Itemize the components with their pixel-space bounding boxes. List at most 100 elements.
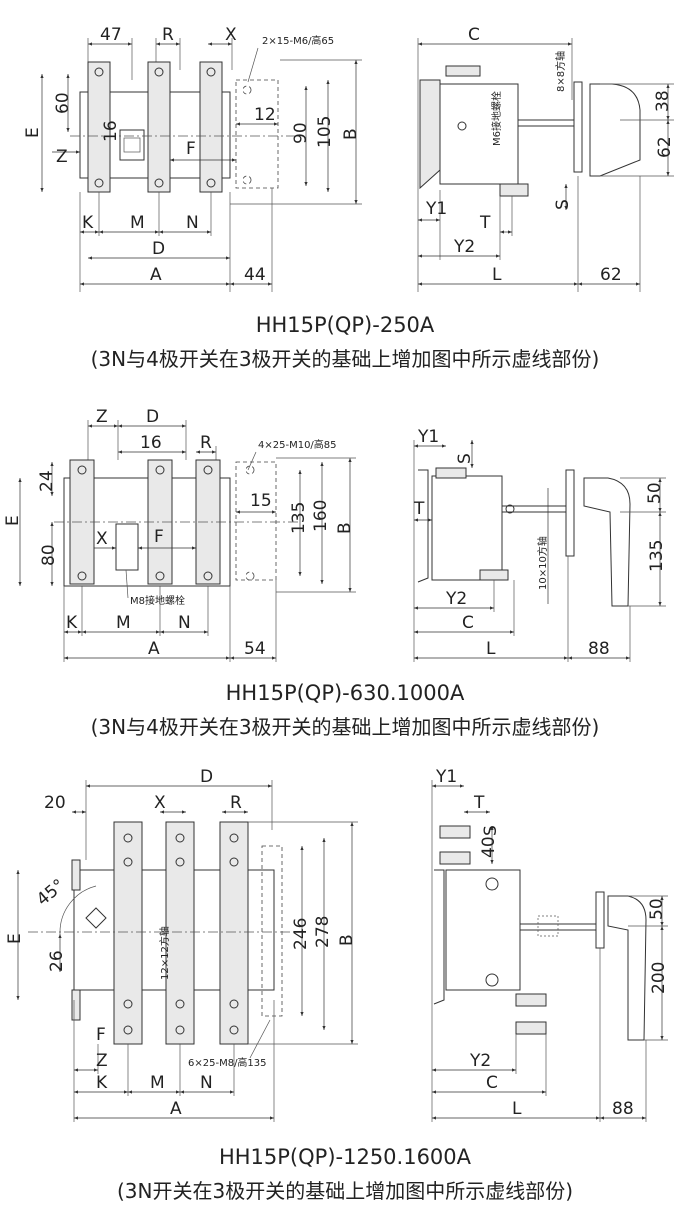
figure-1250-1600a: D 20 X R 12×12方轴 (5, 767, 669, 1203)
dim-T: T (413, 499, 425, 519)
dim-50: 50 (645, 482, 665, 504)
dim-Z: Z (96, 1051, 108, 1071)
dim-E: E (5, 933, 25, 944)
dim-47: 47 (100, 25, 122, 45)
dim-M: M (150, 1073, 165, 1093)
dim-M: M (130, 213, 145, 233)
dim-F: F (186, 139, 196, 159)
dim-R: R (230, 793, 242, 813)
ground-bolt-label: M6接地螺栓 (490, 91, 503, 146)
dim-X: X (96, 529, 108, 549)
dim-A: A (148, 639, 160, 659)
dim-S: S (553, 199, 573, 210)
dim-50: 50 (647, 898, 667, 920)
dim-62: 62 (655, 136, 675, 158)
dim-Z: Z (56, 147, 68, 167)
dim-B: B (335, 522, 355, 534)
dim-20: 20 (44, 793, 66, 813)
shaft-label: 12×12方轴 (158, 926, 171, 980)
dim-K: K (66, 613, 78, 633)
side-view-630a: Y1 S T 10×10方轴 50 135 (413, 427, 667, 662)
dim-160: 160 (311, 500, 331, 532)
dim-D: D (146, 407, 159, 427)
dim-40: 40 (479, 836, 499, 858)
dim-Y2: Y2 (453, 237, 475, 257)
dim-N: N (186, 213, 199, 233)
dim-T: T (479, 213, 491, 233)
dim-B: B (341, 128, 361, 140)
dim-88: 88 (588, 639, 610, 659)
dim-26: 26 (47, 950, 67, 972)
caption-note-1250a: (3N开关在3极开关的基础上增加图中所示虚线部份) (117, 1179, 573, 1203)
dim-C: C (462, 613, 474, 633)
dim-24: 24 (37, 470, 57, 492)
dim-X: X (154, 793, 166, 813)
dim-90: 90 (291, 122, 311, 144)
caption-title-250a: HH15P(QP)-250A (256, 313, 435, 337)
dim-S: S (455, 453, 475, 464)
dim-D: D (200, 767, 213, 787)
dim-44: 44 (244, 265, 266, 285)
dim-K: K (82, 213, 94, 233)
dim-246: 246 (291, 918, 311, 950)
dim-A: A (170, 1099, 182, 1119)
caption-note-630a: (3N与4极开关在3极开关的基础上增加图中所示虚线部份) (91, 715, 600, 739)
dim-M: M (116, 613, 131, 633)
figure-250a: 47 R X 2×15-M6/高65 (23, 25, 675, 371)
bolt-note: 4×25-M10/高85 (258, 438, 337, 451)
dim-Y2: Y2 (445, 589, 467, 609)
dim-N: N (178, 613, 191, 633)
dim-R: R (162, 25, 174, 45)
dim-60: 60 (53, 92, 73, 114)
dim-F: F (154, 527, 164, 547)
dim-N: N (200, 1073, 213, 1093)
dim-A: A (150, 265, 162, 285)
dim-Z: Z (96, 407, 108, 427)
dim-200: 200 (649, 962, 669, 994)
caption-title-1250a: HH15P(QP)-1250.1600A (219, 1145, 472, 1169)
shaft-label: 10×10方轴 (536, 536, 549, 590)
dim-80: 80 (39, 544, 59, 566)
dim-C: C (486, 1073, 498, 1093)
caption-title-630a: HH15P(QP)-630.1000A (226, 681, 465, 705)
dim-Y1: Y1 (417, 427, 439, 447)
dim-16: 16 (140, 433, 162, 453)
dim-X: X (225, 25, 237, 45)
front-view-630a: Z D 16 R 4×25-M10/高85 M8接地螺栓 (3, 407, 356, 662)
dim-L: L (512, 1099, 522, 1119)
bolt-note: 2×15-M6/高65 (262, 34, 334, 47)
dim-54: 54 (244, 639, 266, 659)
dim-K: K (96, 1073, 108, 1093)
dim-L: L (486, 639, 496, 659)
caption-note-250a: (3N与4极开关在3极开关的基础上增加图中所示虚线部份) (91, 347, 600, 371)
ground-bolt-label: M8接地螺栓 (130, 594, 185, 607)
dim-C: C (468, 25, 480, 45)
bolt-note: 6×25-M8/高135 (188, 1056, 267, 1069)
dim-62b: 62 (600, 265, 622, 285)
dim-Y2: Y2 (469, 1051, 491, 1071)
shaft-label: 8×8方轴 (554, 51, 567, 92)
dim-135: 135 (289, 502, 309, 534)
dim-135: 135 (647, 540, 667, 572)
dim-T: T (473, 793, 485, 813)
dim-16: 16 (101, 120, 121, 142)
dim-D: D (152, 239, 165, 259)
angle-45: 45° (33, 875, 69, 910)
dim-38: 38 (653, 90, 673, 112)
dim-E: E (23, 127, 43, 138)
dim-105: 105 (315, 116, 335, 148)
side-view-1250a: Y1 T 40 S 50 (431, 767, 669, 1122)
front-view-1250a: D 20 X R 12×12方轴 (5, 767, 358, 1122)
dim-S: S (481, 825, 501, 836)
side-view-250a: C M6接地螺栓 8×8方轴 38 62 S (417, 25, 675, 292)
dim-Y1: Y1 (435, 767, 457, 787)
dim-Y1: Y1 (425, 199, 447, 219)
dim-B: B (337, 934, 357, 946)
front-view-250a: 47 R X 2×15-M6/高65 (23, 25, 362, 292)
dim-15: 15 (250, 491, 272, 511)
dim-278: 278 (313, 916, 333, 948)
dim-E: E (3, 515, 23, 526)
dim-F: F (96, 1025, 106, 1045)
dim-L: L (492, 265, 502, 285)
